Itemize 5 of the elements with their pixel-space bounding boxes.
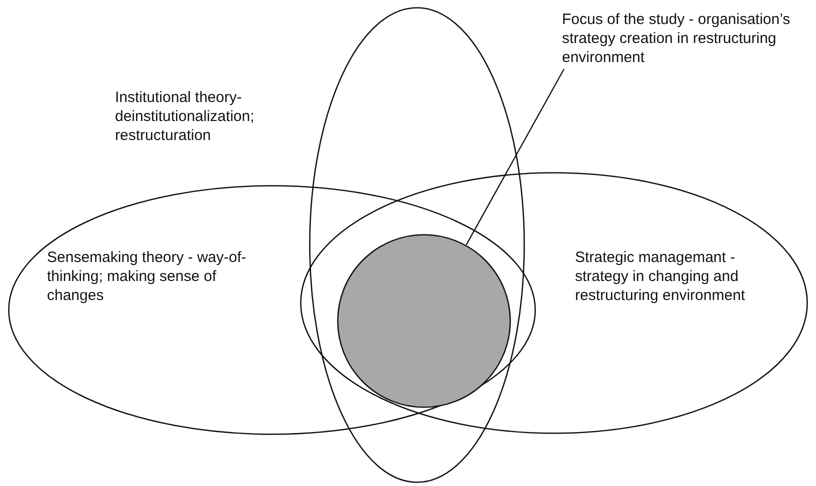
theory-label: Institutional theory- deinstitutionalization; restructuration — [115, 88, 256, 145]
theory-label: Strategic managemant - strategy in changing and restructuring environment — [575, 248, 746, 305]
focus-label: Focus of the study - organisation’s strategy creation in restructuring environment — [562, 10, 792, 67]
leader-line — [466, 68, 565, 246]
theory-label: Sensemaking theory - way-of-thinking; making sense of changes — [47, 248, 248, 305]
